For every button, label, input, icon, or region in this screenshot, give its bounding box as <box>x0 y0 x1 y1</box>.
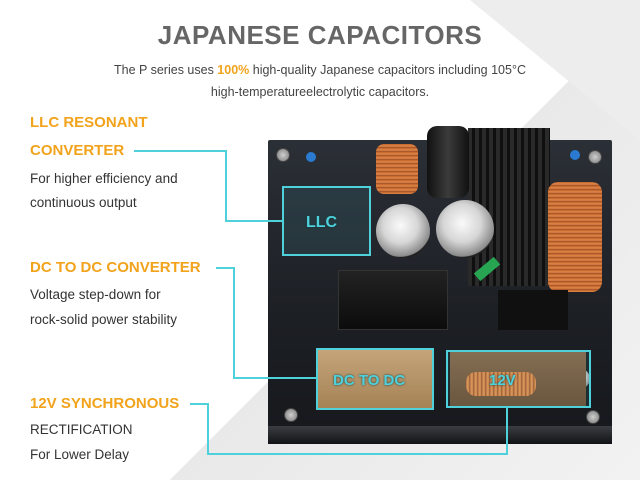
feature-12v-desc-line1: RECTIFICATION <box>30 422 133 437</box>
dc-highlight-box <box>316 348 434 410</box>
feature-dc-desc-line2: rock-solid power stability <box>30 312 178 327</box>
llc-connector-v <box>225 150 227 222</box>
capacitor-2 <box>436 200 494 258</box>
feature-dc-desc-line1: Voltage step-down for <box>30 287 161 302</box>
feature-llc-title-line2: CONVERTER <box>30 142 125 159</box>
screw-top-left <box>276 148 290 162</box>
copper-coil <box>548 182 602 292</box>
subtitle-highlight: 100% <box>217 63 250 77</box>
feature-12v-desc-line2: For Lower Delay <box>30 447 130 462</box>
v12-connector-h1 <box>190 403 208 405</box>
small-copper-coil <box>376 144 418 194</box>
llc-connector-h2 <box>225 220 283 222</box>
blue-component-1 <box>306 152 316 162</box>
dc-connector-h1 <box>216 267 234 269</box>
capacitor-1 <box>376 204 430 258</box>
subtitle-line-1: The P series uses 100% high-quality Japa… <box>60 59 580 81</box>
psu-board-edge <box>268 426 612 444</box>
llc-connector-h1 <box>134 150 226 152</box>
12v-highlight-box <box>446 350 591 408</box>
screw-bottom-right <box>586 410 600 424</box>
relay <box>498 290 568 330</box>
feature-12v-title: 12V SYNCHRONOUS <box>30 395 180 412</box>
screw-bottom-left <box>284 408 298 422</box>
llc-highlight-box <box>282 186 371 256</box>
v12-connector-h2 <box>207 453 507 455</box>
v12-connector-v2 <box>506 408 508 455</box>
bulk-capacitor <box>427 126 469 198</box>
subtitle-line-2: high-temperatureelectrolytic capacitors. <box>210 85 430 99</box>
feature-llc-desc-line2: continuous output <box>30 195 137 210</box>
blue-component-2 <box>570 150 580 160</box>
page-title: JAPANESE CAPACITORS <box>157 20 483 50</box>
dc-connector-v <box>233 267 235 379</box>
feature-llc-desc-line1: For higher efficiency and <box>30 171 178 186</box>
subtitle-text-after: high-quality Japanese capacitors includi… <box>249 63 526 77</box>
transformer <box>338 270 448 330</box>
subtitle-text-before: The P series uses <box>114 63 218 77</box>
dc-connector-h2 <box>233 377 317 379</box>
v12-connector-v1 <box>207 403 209 455</box>
dc-board-label: DC TO DC <box>333 372 406 389</box>
feature-llc-title-line1: LLC RESONANT <box>30 114 148 131</box>
screw-top-right <box>588 150 602 164</box>
background-corner <box>470 0 640 140</box>
llc-board-label: LLC <box>306 214 338 231</box>
dc-to-dc-module <box>318 350 432 408</box>
12v-coil <box>466 372 536 396</box>
12v-board-label: 12V <box>489 372 516 389</box>
feature-dc-title: DC TO DC CONVERTER <box>30 259 201 276</box>
